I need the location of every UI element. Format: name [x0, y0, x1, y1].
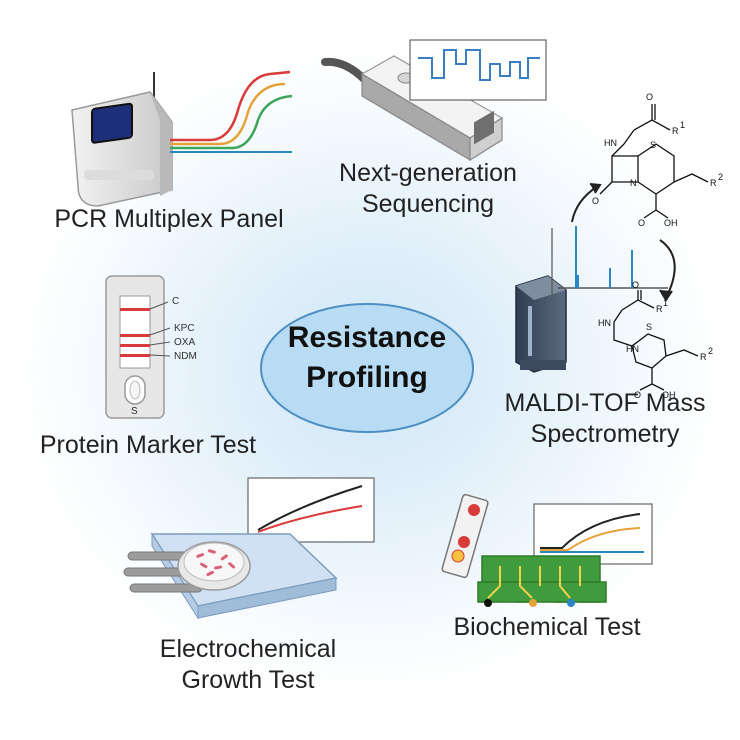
- ngs-label-line1: Next-generation: [339, 159, 517, 187]
- atom-label: 2: [708, 346, 713, 356]
- ngs-label: Next-generation Sequencing: [308, 158, 548, 220]
- atom-label: O: [638, 218, 645, 228]
- pcr-machine-icon: [71, 72, 173, 207]
- atom-label: O: [632, 280, 639, 290]
- center-title: Resistance Profiling: [262, 318, 472, 398]
- molecule-labels-top: O R 1 HN S N O R 2 O OH: [592, 92, 723, 228]
- biochemical-slide-icon: [441, 493, 489, 579]
- sample-port-label: S: [131, 406, 138, 417]
- electro-label: Electrochemical Growth Test: [138, 634, 358, 696]
- center-title-line2: Profiling: [306, 361, 428, 394]
- protein-label: Protein Marker Test: [39, 431, 257, 459]
- atom-label: OH: [662, 390, 676, 400]
- atom-label: S: [646, 322, 652, 332]
- atom-label: 2: [718, 172, 723, 182]
- sequencing-signal-box: [409, 39, 547, 101]
- atom-label: 1: [680, 120, 685, 130]
- band-label-kpc: KPC: [174, 323, 195, 334]
- molecule-structure-bottom: [613, 290, 699, 391]
- atom-label: O: [646, 92, 653, 102]
- ngs-label-line2: Sequencing: [361, 190, 495, 218]
- mass-spectrum-plot: [551, 226, 668, 300]
- atom-label: O: [592, 196, 599, 206]
- band-label-ndm: NDM: [174, 351, 197, 362]
- atom-label: HN: [598, 318, 611, 328]
- maldi-label-line2: Spectrometry: [530, 420, 680, 448]
- atom-label: HN: [604, 138, 617, 148]
- center-ellipse: [260, 303, 474, 433]
- mass-spectrometer-icon: [515, 275, 567, 373]
- pcr-label: PCR Multiplex Panel: [54, 205, 284, 233]
- maldi-label: MALDI-TOF Mass Spectrometry: [490, 388, 720, 450]
- maldi-label-line1: MALDI-TOF Mass: [504, 389, 706, 417]
- center-title-line1: Resistance: [287, 321, 447, 354]
- biochem-label: Biochemical Test: [453, 613, 641, 641]
- electrode-plate-icon: [123, 532, 338, 620]
- atom-label: S: [650, 140, 656, 150]
- band-label-oxa: OXA: [174, 337, 195, 348]
- test-strip-labels: C KPC OXA NDM S: [131, 296, 197, 417]
- molecule-structure-top: [599, 104, 709, 219]
- test-strip-icon: [105, 275, 171, 419]
- atom-label: R: [710, 178, 717, 188]
- molecule-labels-bottom: O R 1 HN S HN R 2 O OH: [598, 280, 713, 400]
- atom-label: R: [656, 304, 663, 314]
- arrow-down-icon: [659, 239, 676, 302]
- atom-label: 1: [663, 298, 668, 308]
- electro-label-line1: Electrochemical: [159, 635, 337, 663]
- pcr-amplification-curves: [170, 70, 293, 153]
- atom-label: R: [672, 126, 679, 136]
- arrow-up-icon: [571, 183, 602, 223]
- microfluidic-chip-icon: [477, 555, 607, 607]
- biochemical-chart: [533, 503, 653, 565]
- atom-label: HN: [626, 344, 639, 354]
- electro-label-line2: Growth Test: [181, 666, 315, 694]
- band-label-c: C: [172, 296, 179, 307]
- electrochemical-chart: [247, 477, 375, 543]
- atom-label: O: [634, 390, 641, 400]
- atom-label: N: [630, 178, 637, 188]
- atom-label: R: [700, 352, 707, 362]
- atom-label: OH: [664, 218, 678, 228]
